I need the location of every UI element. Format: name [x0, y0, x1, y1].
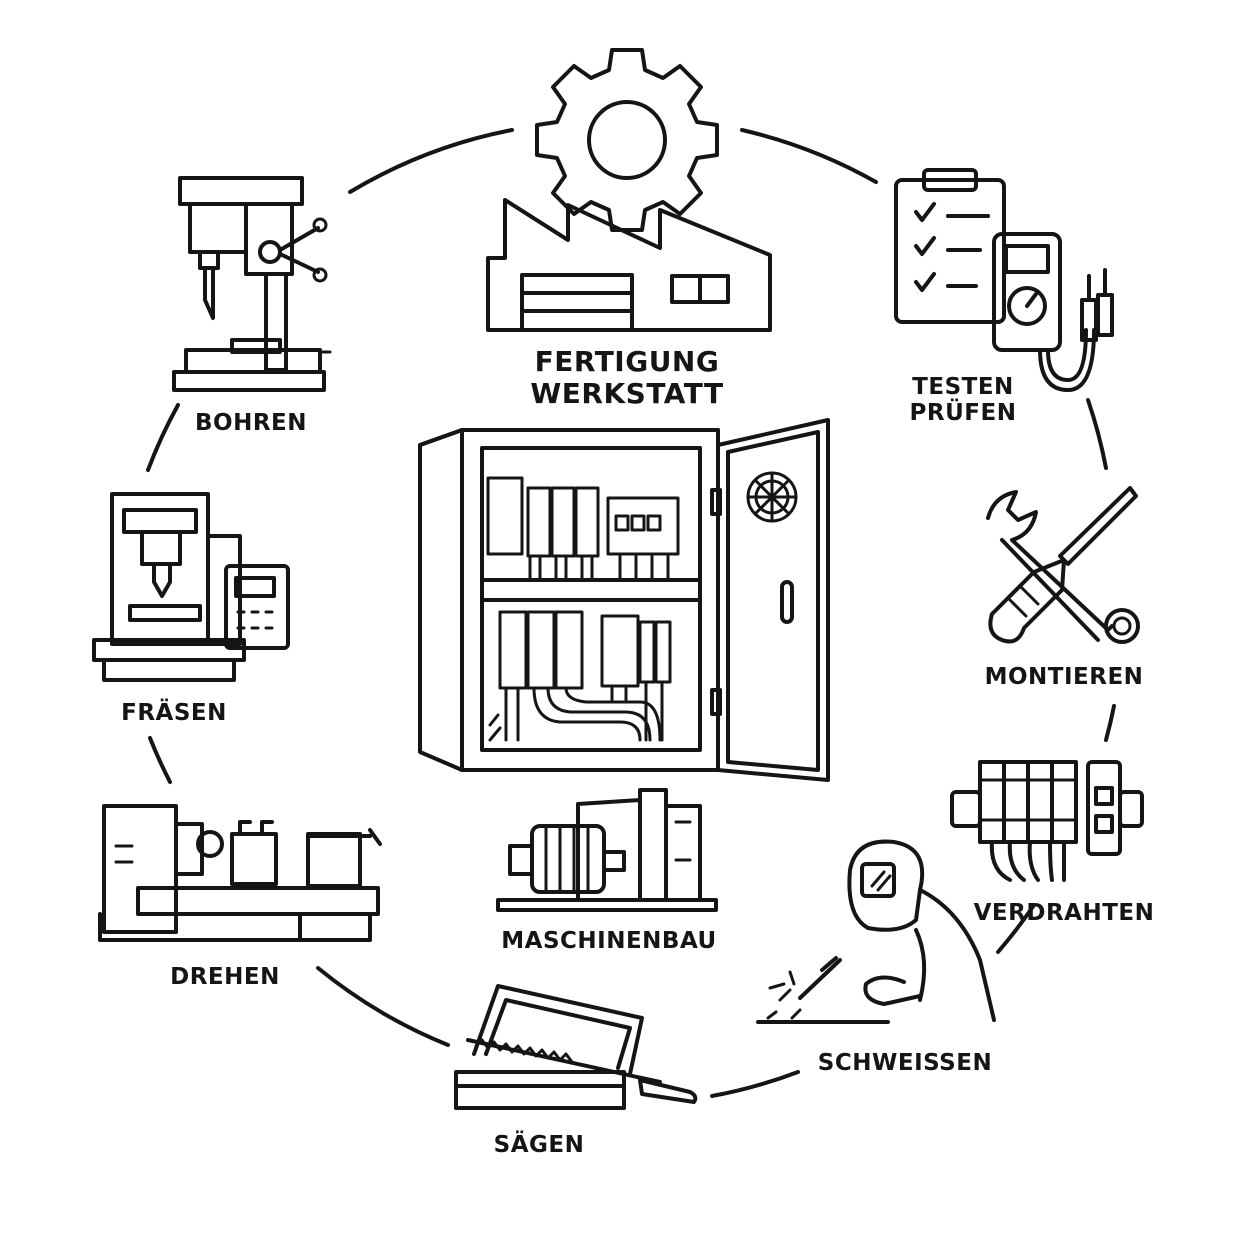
hacksaw-icon — [454, 984, 698, 1110]
cycle-connector-arcs — [146, 128, 1116, 1098]
label-bohren: BOHREN — [194, 410, 308, 436]
testing-multimeter-icon — [894, 168, 1114, 392]
label-schweissen: SCHWEISSEN — [817, 1050, 993, 1076]
label-saegen: SÄGEN — [493, 1132, 585, 1158]
machine-engineering-icon — [496, 788, 718, 912]
center-title-line2: WERKSTATT — [530, 377, 724, 411]
center-title-line1: FERTIGUNG — [534, 345, 720, 378]
label-drehen: DREHEN — [170, 964, 280, 990]
label-maschinenbau: MASCHINENBAU — [501, 928, 717, 954]
label-testen-line1: TESTEN — [912, 374, 1014, 400]
label-testen-line2: PRÜFEN — [909, 400, 1017, 427]
center-title: FERTIGUNG WERKSTATT — [530, 345, 724, 411]
milling-machine-icon — [92, 492, 290, 682]
welder-icon — [756, 839, 996, 1024]
label-montieren: MONTIEREN — [984, 664, 1144, 690]
drill-press-icon — [172, 176, 332, 392]
electrical-cabinet-icon — [418, 418, 830, 782]
lathe-icon — [98, 804, 382, 942]
label-testen: TESTEN PRÜFEN — [910, 374, 1017, 427]
gear-icon — [535, 48, 719, 232]
wrench-screwdriver-icon — [986, 486, 1140, 644]
label-fraesen: FRÄSEN — [121, 700, 227, 726]
factory-icon — [486, 198, 772, 332]
label-verdrahten: VERDRAHTEN — [973, 900, 1155, 926]
terminal-block-icon — [950, 760, 1144, 882]
